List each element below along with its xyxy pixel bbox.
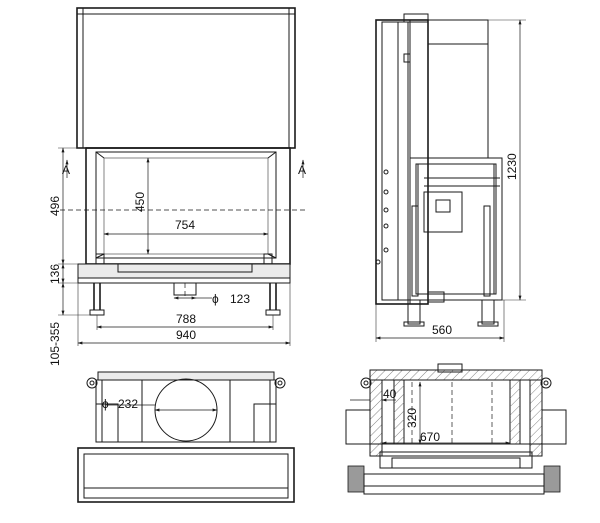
dim-opening-width: 754: [175, 218, 195, 232]
side-chimney: [427, 19, 489, 159]
dim-leg-span: 788: [176, 312, 196, 326]
section-mark-right: A: [298, 163, 306, 177]
dim-height-136: 136: [48, 264, 62, 284]
glass-door: [103, 157, 269, 255]
dim-opening-height: 450: [133, 192, 147, 212]
dim-leg-height: 105-355: [48, 322, 62, 366]
dim-total-width: 940: [176, 328, 196, 342]
front-view: A A 450 754 496 136 105-355 ϕ 123 788: [48, 7, 306, 366]
base-band: [77, 263, 291, 279]
front-diameter-symbol: ϕ: [212, 292, 219, 306]
dim-top-flue-diameter: 232: [118, 397, 138, 411]
dim-section-width: 670: [420, 430, 440, 444]
top-view: ϕ 232: [77, 371, 295, 503]
section-view: 40 320 670: [345, 363, 567, 495]
firebox-frame: [85, 147, 291, 265]
dim-flue-diameter: 123: [230, 292, 250, 306]
section-hatch-top: [369, 369, 543, 381]
top-diameter-symbol: ϕ: [102, 397, 109, 411]
dim-side-depth: 560: [432, 323, 452, 337]
dim-side-total-height: 1230: [505, 153, 519, 180]
side-view: 1230 560: [375, 13, 526, 342]
dim-section-wall: 40: [383, 387, 397, 401]
side-body: [409, 157, 503, 301]
upper-hood: [76, 7, 296, 149]
section-mark-left: A: [62, 163, 70, 177]
dim-section-depth: 320: [405, 408, 419, 428]
dim-height-496: 496: [48, 196, 62, 216]
